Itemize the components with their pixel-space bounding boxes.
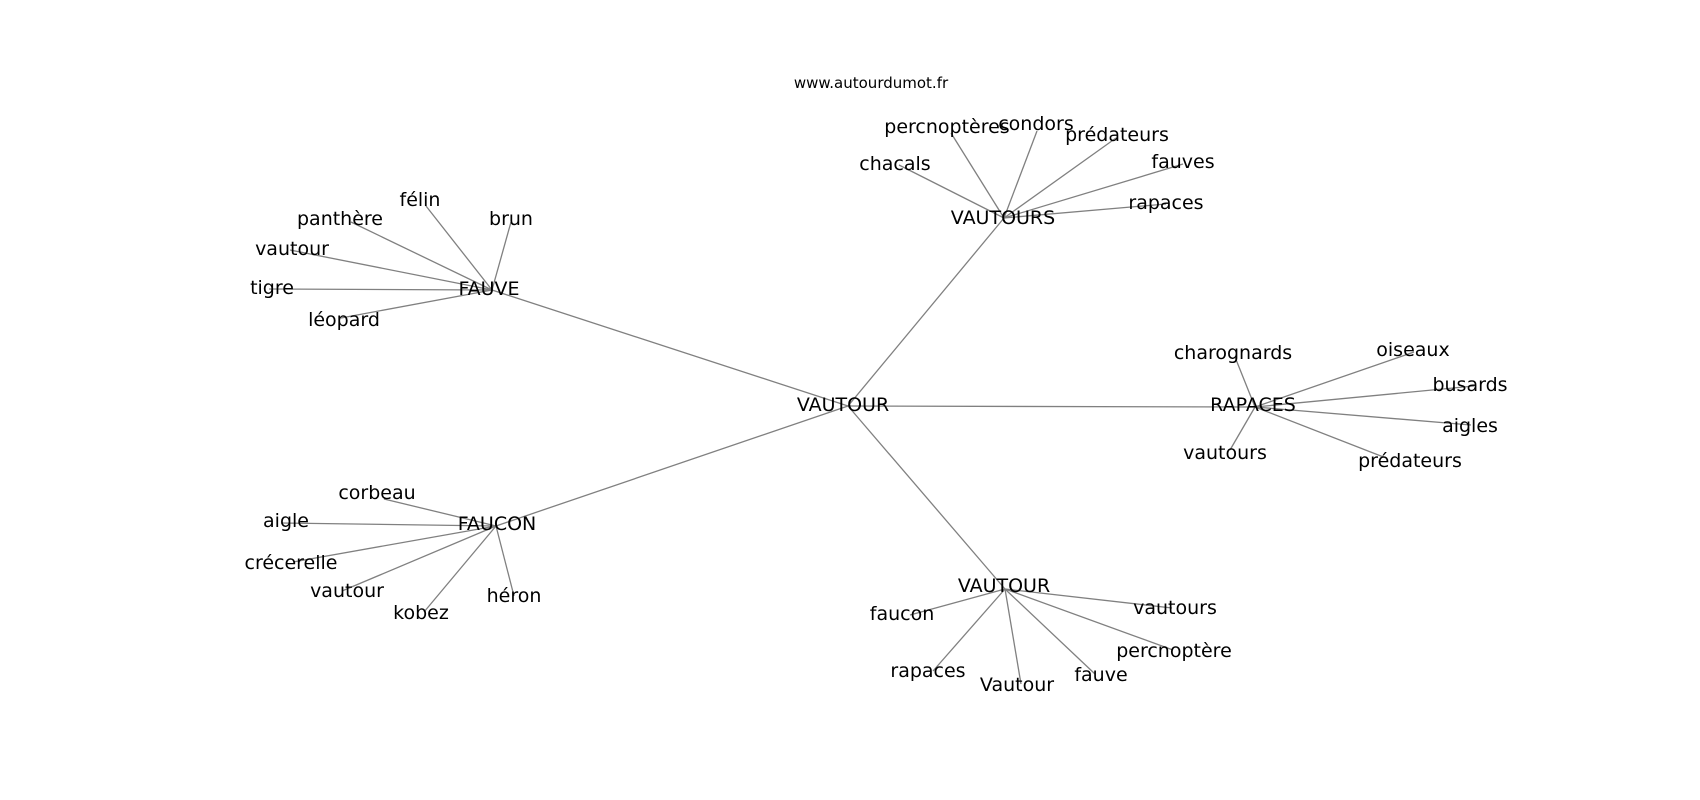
- graph-edges: [268, 130, 1475, 685]
- leaf-edge: [950, 132, 1005, 219]
- leaf-edge: [1003, 137, 1117, 219]
- root-edge: [495, 405, 849, 527]
- hub-node-fauve: FAUVE: [458, 278, 519, 300]
- leaf-node: rapaces: [890, 660, 965, 682]
- root-edge: [491, 289, 849, 407]
- leaf-edge: [1004, 588, 1173, 609]
- leaf-node: percnoptère: [1116, 640, 1232, 662]
- root-edge: [847, 405, 1006, 590]
- leaf-node: aigle: [263, 510, 309, 532]
- leaf-edge: [1004, 588, 1096, 675]
- leaf-node: Vautour: [980, 674, 1054, 696]
- leaf-node: prédateurs: [1065, 124, 1169, 146]
- leaf-edge: [423, 525, 497, 613]
- leaf-node: condors: [998, 113, 1074, 135]
- leaf-edge: [1004, 588, 1022, 685]
- leaf-edge: [383, 498, 497, 527]
- leaf-edge: [1004, 588, 1174, 651]
- leaf-edge: [341, 525, 497, 592]
- leaf-edge: [268, 288, 493, 291]
- leaf-edge: [1003, 130, 1038, 219]
- leaf-node: crécerelle: [245, 552, 338, 574]
- leaf-edge: [1254, 406, 1387, 459]
- leaf-edge: [1003, 163, 1184, 219]
- leaf-edge: [292, 525, 497, 563]
- leaf-node: oiseaux: [1376, 339, 1449, 361]
- leaf-edge: [340, 289, 493, 319]
- leaf-edge: [1254, 385, 1475, 408]
- root-edge: [847, 217, 1005, 407]
- leaf-edge: [932, 588, 1006, 672]
- leaf-edge: [350, 221, 493, 291]
- leaf-edge: [495, 525, 515, 597]
- leaf-node: fauve: [1074, 664, 1127, 686]
- leaf-node: vautour: [255, 238, 329, 260]
- leaf-node: chacals: [859, 153, 930, 175]
- hub-node-rapaces: RAPACES: [1210, 394, 1296, 416]
- leaf-edge: [1229, 406, 1256, 451]
- leaf-edge: [909, 588, 1006, 616]
- leaf-edge: [1254, 406, 1472, 426]
- leaf-node: percnoptères: [884, 116, 1009, 138]
- leaf-node: panthère: [297, 208, 383, 230]
- leaf-node: héron: [487, 585, 542, 607]
- leaf-node: charognards: [1174, 342, 1292, 364]
- graph-labels: www.autourdumot.fr VAUTOUR FAUVE félin b…: [245, 74, 1508, 696]
- leaf-node: fauves: [1151, 151, 1214, 173]
- leaf-node: tigre: [250, 277, 294, 299]
- leaf-node: busards: [1432, 374, 1507, 396]
- leaf-edge: [491, 221, 512, 291]
- leaf-node: félin: [400, 189, 441, 211]
- leaf-node: léopard: [308, 309, 380, 331]
- leaf-edge: [280, 522, 497, 527]
- hub-node-vautours: VAUTOURS: [951, 207, 1055, 229]
- leaf-node: kobez: [393, 602, 449, 624]
- leaf-edge: [1003, 203, 1167, 219]
- leaf-node: vautours: [1183, 442, 1267, 464]
- leaf-edge: [1254, 351, 1415, 408]
- root-edge: [847, 405, 1256, 408]
- leaf-node: vautours: [1133, 597, 1217, 619]
- leaf-node: aigles: [1442, 415, 1498, 437]
- leaf-node: faucon: [870, 603, 935, 625]
- leaf-node: rapaces: [1128, 192, 1203, 214]
- site-url: www.autourdumot.fr: [794, 74, 949, 92]
- leaf-node: brun: [489, 208, 533, 230]
- leaf-edge: [1234, 356, 1256, 408]
- hub-node-vautour: VAUTOUR: [958, 575, 1050, 597]
- leaf-edge: [898, 164, 1005, 219]
- leaf-node: corbeau: [338, 482, 415, 504]
- leaf-node: prédateurs: [1358, 450, 1462, 472]
- root-node: VAUTOUR: [797, 394, 889, 416]
- leaf-edge: [425, 205, 493, 291]
- leaf-edge: [289, 249, 493, 291]
- leaf-node: vautour: [310, 580, 384, 602]
- hub-node-faucon: FAUCON: [458, 513, 537, 535]
